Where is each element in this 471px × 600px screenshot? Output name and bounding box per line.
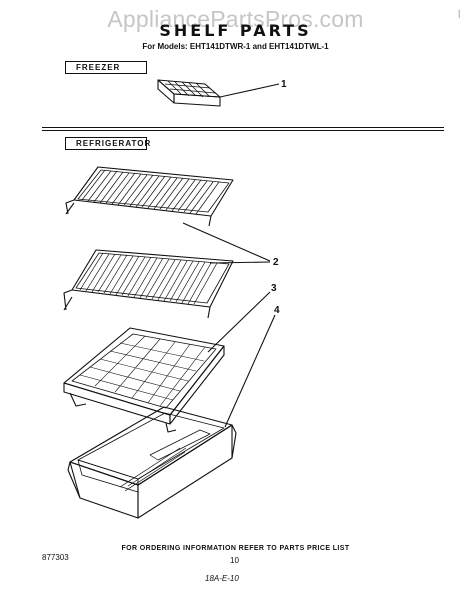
part-wire-shelf-lower	[63, 249, 271, 319]
callout-2: 2	[273, 257, 279, 268]
leader-line-1	[219, 83, 280, 98]
callout-3: 3	[271, 283, 277, 294]
part-crisper-cover	[63, 291, 271, 433]
leader-line-3	[207, 291, 271, 353]
leader-line-4	[224, 314, 276, 428]
page-number: 10	[230, 556, 239, 565]
leader-line-2b	[209, 261, 271, 264]
part-wire-shelf-upper	[65, 166, 271, 262]
section-divider-top	[42, 127, 444, 128]
models-line: For Models: EHT141DTWR-1 and EHT141DTWL-…	[142, 42, 329, 51]
leader-line-2a	[182, 222, 271, 262]
part-crisper-pan	[67, 314, 276, 519]
handwritten-note: 18A-E-10	[205, 574, 239, 583]
callout-1: 1	[281, 79, 287, 90]
callout-4: 4	[274, 305, 280, 316]
freezer-section-label: FREEZER	[65, 61, 147, 74]
part-ice-tray	[157, 79, 280, 107]
document-number: 877303	[42, 553, 69, 562]
section-divider-bottom	[42, 130, 444, 131]
page-title: SHELF PARTS	[159, 21, 312, 40]
refrigerator-section-label: REFRIGERATOR	[65, 137, 150, 150]
corner-mark: |	[458, 8, 461, 18]
watermark: AppliancePartsPros.com	[107, 6, 364, 32]
ordering-note: FOR ORDERING INFORMATION REFER TO PARTS …	[121, 545, 350, 552]
